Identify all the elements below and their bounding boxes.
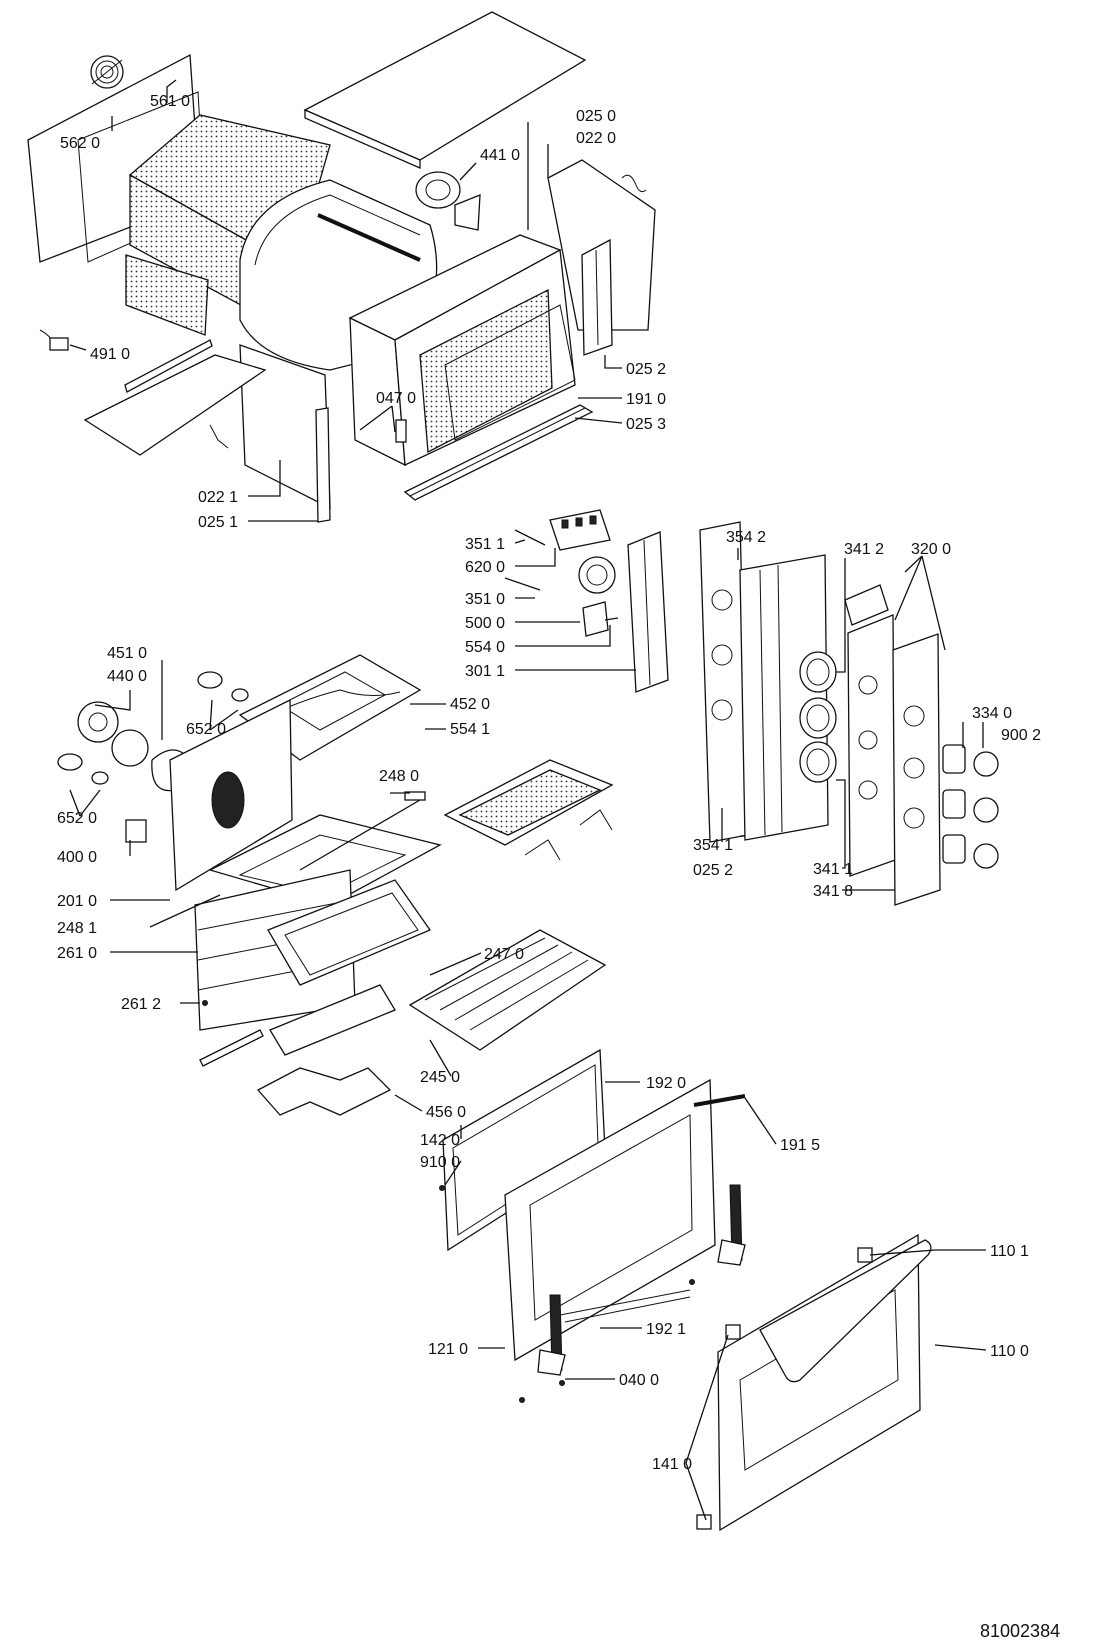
callout-label: 354 1 <box>693 837 733 854</box>
panel-bracket-320 <box>844 584 889 626</box>
callout-label: 334 0 <box>972 705 1012 722</box>
callout-label: 652 0 <box>186 721 226 738</box>
callout-label: 248 0 <box>379 768 419 785</box>
callout-label: 025 2 <box>693 862 733 879</box>
terminal-block <box>125 819 147 843</box>
callout-label: 121 0 <box>428 1341 468 1358</box>
callout-label: 354 2 <box>726 529 766 546</box>
callout-label: 652 0 <box>57 810 97 827</box>
wire-shelf <box>408 929 607 1051</box>
control-channel-025 <box>739 554 829 841</box>
callout-label: 142 0 <box>420 1132 460 1149</box>
callout-label: 261 0 <box>57 945 97 962</box>
timer-dial <box>578 556 616 594</box>
callout-label: 025 3 <box>626 416 666 433</box>
selector-switch <box>582 601 619 637</box>
callout-label: 491 0 <box>90 346 130 363</box>
callout-label: 351 1 <box>465 536 505 553</box>
callout-label: 110 0 <box>990 1343 1029 1360</box>
callout-label: 040 0 <box>619 1372 659 1389</box>
callout-label: 191 5 <box>780 1137 820 1154</box>
callout-label: 561 0 <box>150 93 190 110</box>
fan-motor <box>415 171 481 231</box>
bottom-plate <box>83 339 267 456</box>
wire-spring <box>621 174 647 193</box>
callout-label: 341 8 <box>813 883 853 900</box>
document-number: 81002384 <box>980 1621 1060 1641</box>
callout-label: 440 0 <box>107 668 147 685</box>
control-knobs <box>942 744 999 869</box>
callout-label: 301 1 <box>465 663 505 680</box>
lower-heating-element <box>256 1067 392 1116</box>
leader-lines <box>69 79 987 1521</box>
door-frame <box>504 1078 716 1362</box>
switch-bracket <box>549 509 611 551</box>
callout-label: 261 2 <box>121 996 161 1013</box>
callout-label: 047 0 <box>376 390 416 407</box>
connector-cable <box>39 329 69 351</box>
thermocouple-probe <box>299 791 426 871</box>
vent-strip <box>693 1094 746 1107</box>
bottom-rail-strip <box>403 404 594 501</box>
callout-label: 191 0 <box>626 391 666 408</box>
door-screws <box>202 1000 695 1403</box>
callout-label: 022 0 <box>576 130 616 147</box>
rear-cavity-wall <box>169 698 293 892</box>
knob-bezels <box>799 651 837 783</box>
control-panel-front <box>892 633 941 906</box>
control-panel-back <box>847 614 896 877</box>
door-handle <box>759 1239 932 1383</box>
callout-label: 248 1 <box>57 920 97 937</box>
callout-label: 910 0 <box>420 1154 460 1171</box>
callout-label: 192 0 <box>646 1075 686 1092</box>
vertical-trim <box>315 407 331 523</box>
callout-label: 554 1 <box>450 721 490 738</box>
callout-label: 141 0 <box>652 1456 692 1473</box>
baking-tray <box>267 879 431 986</box>
callout-label: 025 0 <box>576 108 616 125</box>
rack-clips <box>524 809 613 861</box>
thermostat-probe <box>504 529 546 591</box>
callout-label: 025 2 <box>626 361 666 378</box>
callout-label: 456 0 <box>426 1104 466 1121</box>
callout-label: 400 0 <box>57 849 97 866</box>
callout-label: 341 1 <box>813 861 853 878</box>
callout-label: 341 2 <box>844 541 884 558</box>
callout-label: 110 1 <box>990 1243 1029 1260</box>
callout-label: 025 1 <box>198 514 238 531</box>
callout-label: 500 0 <box>465 615 505 632</box>
lamp-holder <box>395 419 407 443</box>
callout-label: 022 1 <box>198 489 238 506</box>
oven-rack-top <box>443 759 614 846</box>
door-gasket <box>444 304 576 441</box>
inner-oven-cavity <box>348 234 576 467</box>
callout-label: 562 0 <box>60 135 100 152</box>
lamp-assemblies <box>57 671 249 785</box>
control-bracket-301 <box>627 531 669 693</box>
callout-label: 441 0 <box>480 147 520 164</box>
door-hinges <box>537 1184 746 1376</box>
callout-label: 900 2 <box>1001 727 1041 744</box>
lower-shelf-rails <box>199 984 396 1067</box>
fan-guard <box>90 55 124 89</box>
callout-label: 320 0 <box>911 541 951 558</box>
callout-label: 192 1 <box>646 1321 686 1338</box>
top-cover-panel <box>303 11 587 169</box>
callout-label: 201 0 <box>57 893 97 910</box>
callout-label: 245 0 <box>420 1069 460 1086</box>
callout-labels: 561 0 562 0 025 0 022 0 441 0 491 0 025 … <box>57 93 1041 1473</box>
callout-label: 620 0 <box>465 559 505 576</box>
callout-label: 554 0 <box>465 639 505 656</box>
callout-label: 452 0 <box>450 696 490 713</box>
mounting-clip <box>209 424 229 449</box>
callout-label: 247 0 <box>484 946 524 963</box>
door-seal-bar <box>559 1289 691 1323</box>
callout-label: 451 0 <box>107 645 147 662</box>
callout-label: 351 0 <box>465 591 505 608</box>
right-side-panel <box>547 159 656 356</box>
